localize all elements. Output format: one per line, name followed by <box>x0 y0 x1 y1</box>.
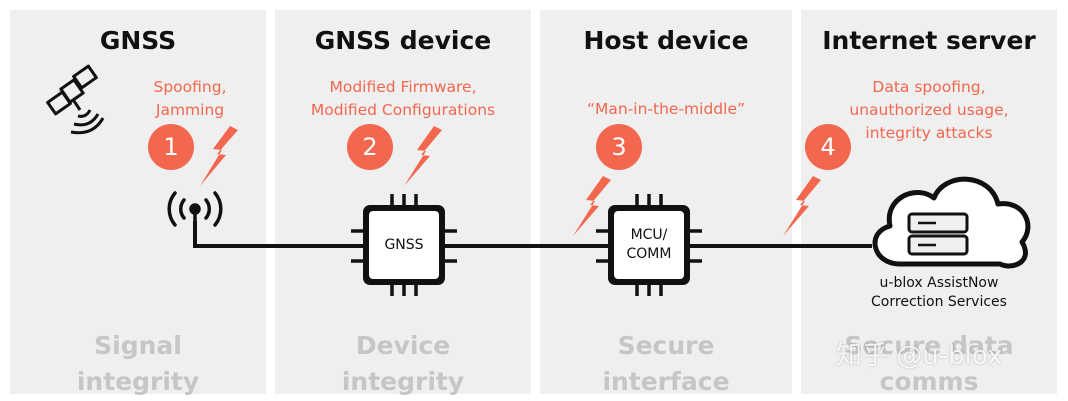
bottom-label-device-integrity: Device integrity <box>275 328 531 400</box>
connection-line <box>193 221 872 248</box>
threat-text-gnss: Spoofing, Jamming <box>153 78 227 119</box>
lightning-icon-3 <box>573 176 611 236</box>
threat-text-host-device: “Man-in-the-middle” <box>586 100 746 118</box>
panel-gnss: GNSS Spoofing, Jamming Signal integrity <box>10 10 266 396</box>
satellite-icon <box>46 64 105 135</box>
gnss-chip-icon <box>351 194 457 296</box>
step-number-4: 4 <box>805 124 851 170</box>
bottom-label-line1: Signal <box>94 331 182 360</box>
antenna-icon <box>167 191 223 227</box>
bottom-label-secure-data-comms: Secure data comms <box>801 328 1057 400</box>
cloud-server-icon <box>872 176 1031 269</box>
service-label: u-blox AssistNow Correction Services <box>871 275 1007 310</box>
lightning-icon-1 <box>200 126 238 186</box>
threat-text-internet-server: Data spoofing, unauthorized usage, integ… <box>849 78 1009 142</box>
lightning-icon-2 <box>404 126 442 186</box>
bottom-label-line1: Secure data <box>844 331 1014 360</box>
panel-host-device: Host device “Man-in-the-middle” Secure i… <box>540 10 792 396</box>
watermark: 知乎 @u-blox <box>836 341 1003 371</box>
mcu-chip-label: MCU/ COMM <box>626 227 672 262</box>
threat-text-gnss-device: Modified Firmware, Modified Configuratio… <box>310 78 496 119</box>
column-title-gnss: GNSS <box>99 26 177 55</box>
bottom-label-line2: interface <box>602 367 730 396</box>
gnss-chip-label: GNSS <box>384 237 424 253</box>
bottom-label-line2: integrity <box>76 367 200 396</box>
column-title-gnss-device: GNSS device <box>314 26 492 55</box>
step-number-2: 2 <box>347 124 393 170</box>
bottom-label-secure-interface: Secure interface <box>540 328 792 400</box>
column-title-internet-server: Internet server <box>822 26 1036 55</box>
bottom-label-line2: integrity <box>341 367 465 396</box>
mcu-chip-icon <box>596 194 702 296</box>
step-number-3: 3 <box>596 124 642 170</box>
bottom-label-line1: Device <box>355 331 451 360</box>
bottom-label-line2: comms <box>879 367 979 396</box>
bottom-label-signal-integrity: Signal integrity <box>10 328 266 400</box>
bottom-label-line1: Secure <box>617 331 715 360</box>
column-title-host-device: Host device <box>583 26 749 55</box>
lightning-icon-4 <box>783 176 821 236</box>
step-number-1: 1 <box>148 124 194 170</box>
